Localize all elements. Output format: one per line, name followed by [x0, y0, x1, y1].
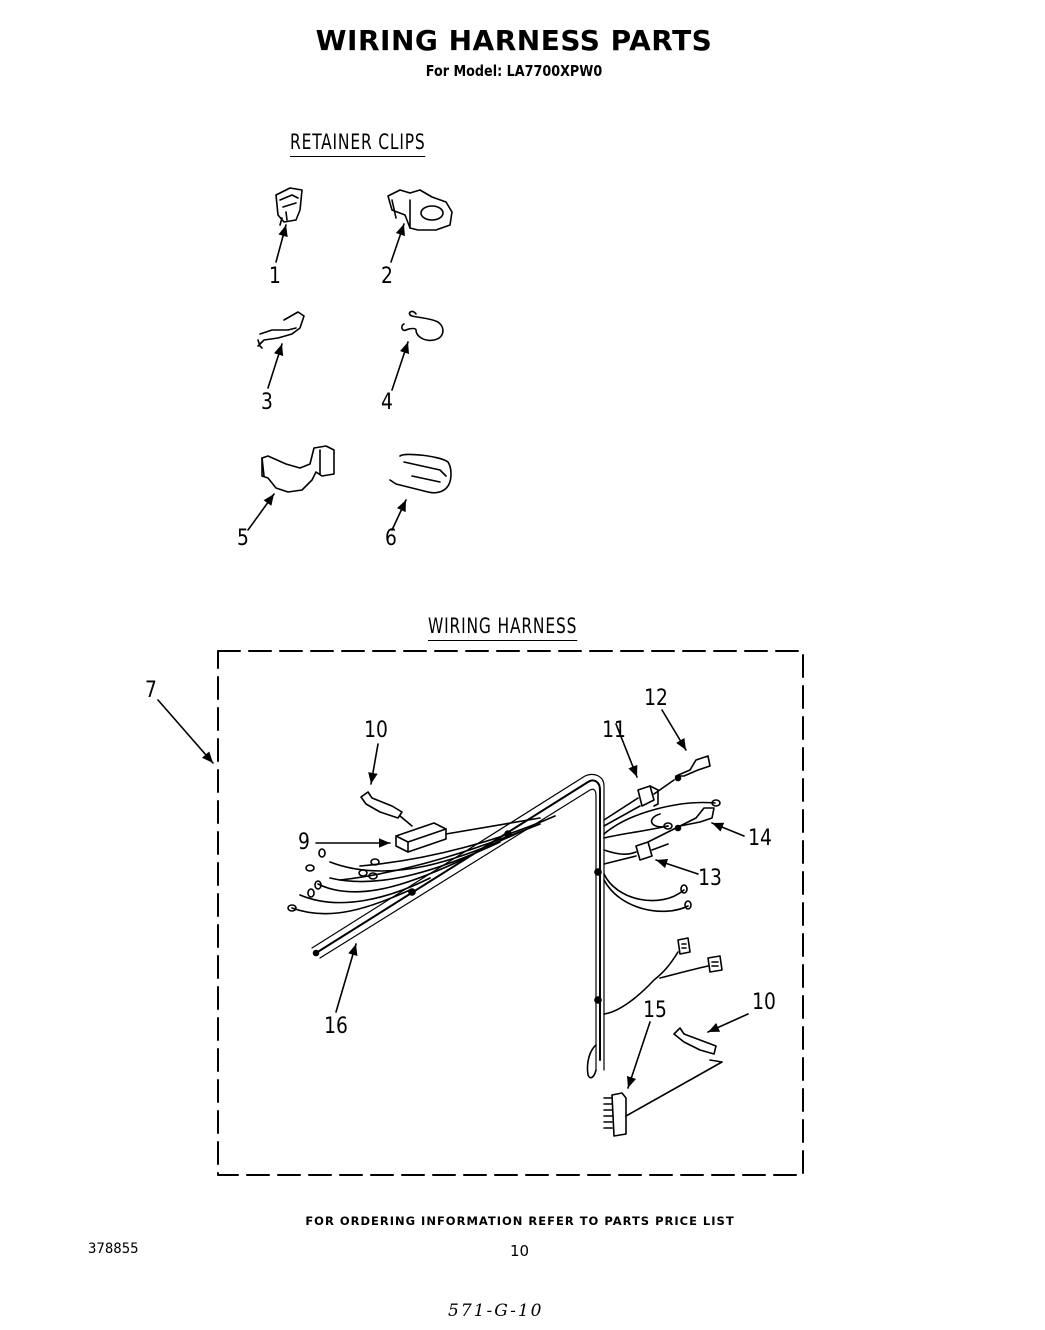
wiring-harness-heading: WIRING HARNESS [428, 614, 578, 641]
terminal-14-icon [603, 799, 721, 843]
clip-5-arrow [247, 493, 275, 531]
callout-5: 5 [237, 526, 249, 551]
clip-4-arrow [391, 341, 410, 391]
terminal-12-icon [653, 755, 711, 795]
clip-3-icon [257, 311, 305, 349]
callout-16-arrow [335, 943, 358, 1013]
callout-14-arrow [711, 822, 745, 837]
callout-11-arrow [615, 723, 638, 778]
page-title: WIRING HARNESS PARTS [315, 24, 713, 57]
harness-trunk [311, 773, 605, 1079]
callout-12-arrow [661, 709, 687, 751]
lower-plug-connectors-icon [603, 937, 723, 1015]
clip-6-icon [389, 453, 452, 494]
callout-7: 7 [145, 678, 157, 703]
clip-6-arrow [391, 499, 407, 531]
clip-2-arrow [390, 223, 405, 263]
callout-15-arrow [626, 1021, 651, 1089]
callout-13: 13 [698, 866, 722, 891]
callout-13-arrow [655, 858, 699, 875]
harness-assembly-boundary [217, 650, 804, 1176]
handwritten-code: 571-G-10 [448, 1301, 544, 1321]
retainer-clips-heading: RETAINER CLIPS [290, 130, 426, 157]
callout-6: 6 [385, 526, 397, 551]
clip-2-icon [387, 189, 453, 231]
connector-11-icon [603, 785, 659, 827]
callout-12: 12 [644, 686, 668, 711]
clip-5-icon [261, 445, 335, 493]
callout-2: 2 [381, 264, 393, 289]
connector-13-icon [603, 841, 692, 913]
model-label: For Model: LA7700XPW0 [425, 62, 603, 80]
clip-3-arrow [267, 343, 284, 389]
connector-15-icon [603, 1059, 723, 1137]
block-9-icon [395, 817, 541, 853]
ordering-note: FOR ORDERING INFORMATION REFER TO PARTS … [305, 1214, 735, 1228]
callout-10-bottom-arrow [707, 1013, 749, 1033]
document-number: 378855 [88, 1241, 139, 1257]
clip-4-icon [401, 310, 444, 342]
callout-3: 3 [261, 390, 273, 415]
left-wire-branches [287, 815, 556, 915]
clip-1-arrow [275, 224, 288, 263]
callout-9: 9 [298, 830, 310, 855]
callout-10-top-arrow [368, 743, 379, 785]
terminal-10-top-icon [360, 791, 413, 827]
callout-10-bottom: 10 [752, 990, 776, 1015]
callout-1: 1 [269, 264, 281, 289]
callout-4: 4 [381, 390, 393, 415]
page-number: 10 [510, 1242, 530, 1260]
callout-7-arrow [157, 699, 214, 764]
callout-16: 16 [324, 1014, 348, 1039]
clip-1-icon [275, 187, 303, 226]
callout-15: 15 [643, 998, 667, 1023]
callout-14: 14 [748, 826, 772, 851]
callout-10-top: 10 [364, 718, 388, 743]
terminal-10-bottom-icon [673, 1027, 717, 1055]
callout-11: 11 [602, 718, 626, 743]
